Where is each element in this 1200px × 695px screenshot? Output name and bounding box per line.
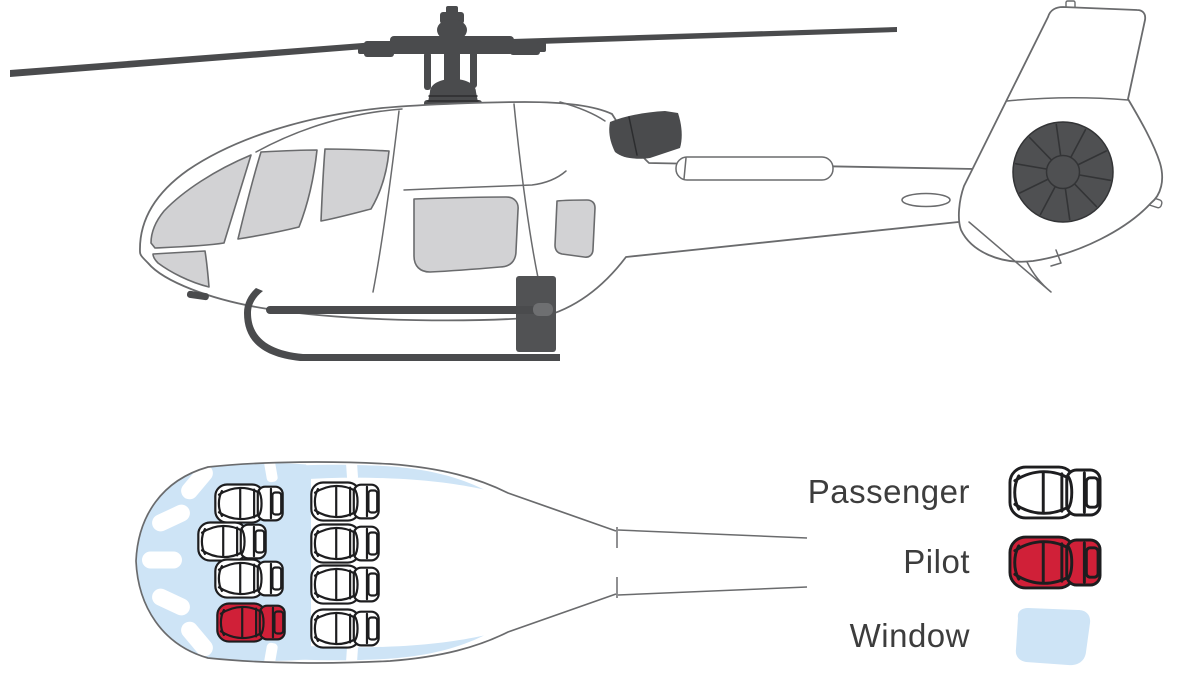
side-windows <box>150 148 596 288</box>
main-rotor-blade-left-icon <box>10 38 428 77</box>
fenestron-fan-icon <box>1012 121 1114 223</box>
rear-row-seat-1 <box>310 481 380 522</box>
tailboom-fairing-cap-line <box>683 157 687 180</box>
nose-lower-window <box>152 250 210 288</box>
window-pane-icon <box>1015 608 1091 666</box>
top-side-glazing-band <box>300 464 484 490</box>
front-door-window <box>237 149 318 240</box>
front-row-seat-1 <box>214 483 284 524</box>
bottom-side-glazing-band <box>300 635 484 661</box>
windshield-glass <box>150 154 252 249</box>
tailboom-vent <box>901 192 951 208</box>
helicopter-side-view <box>10 0 1164 361</box>
legend-row-pilot: Pilot <box>755 532 1115 592</box>
landing-skid <box>186 276 560 361</box>
legend-label-passenger: Passenger <box>807 472 970 510</box>
legend-row-window: Window <box>755 604 1115 668</box>
second-door-window <box>320 148 390 222</box>
cabin-outline <box>135 461 617 664</box>
rear-small-window <box>554 199 596 258</box>
tail-fin <box>957 0 1164 293</box>
legend-label-pilot: Pilot <box>903 542 970 580</box>
rear-row-seat-2 <box>310 523 380 564</box>
tail-boom-top-view <box>616 527 808 598</box>
pilot-seat <box>216 602 286 643</box>
rear-row-seat-4 <box>310 608 380 649</box>
tailboom-fairing <box>675 156 834 181</box>
cabin-window <box>413 196 519 273</box>
front-row-seat-2 <box>197 521 267 562</box>
legend-label-window: Window <box>849 616 970 654</box>
rotor-hub <box>358 6 546 110</box>
front-row-seat-3 <box>214 558 284 599</box>
pilot-seat-icon <box>1008 535 1102 590</box>
cabin-top-view <box>135 458 808 667</box>
legend-row-passenger: Passenger <box>755 462 1115 522</box>
engine-exhaust-icon <box>609 111 682 159</box>
window-mullions <box>142 458 358 667</box>
passenger-seat-icon <box>1008 465 1102 520</box>
rear-row-seat-3 <box>310 564 380 605</box>
main-rotor-blade-right-icon <box>478 27 897 46</box>
